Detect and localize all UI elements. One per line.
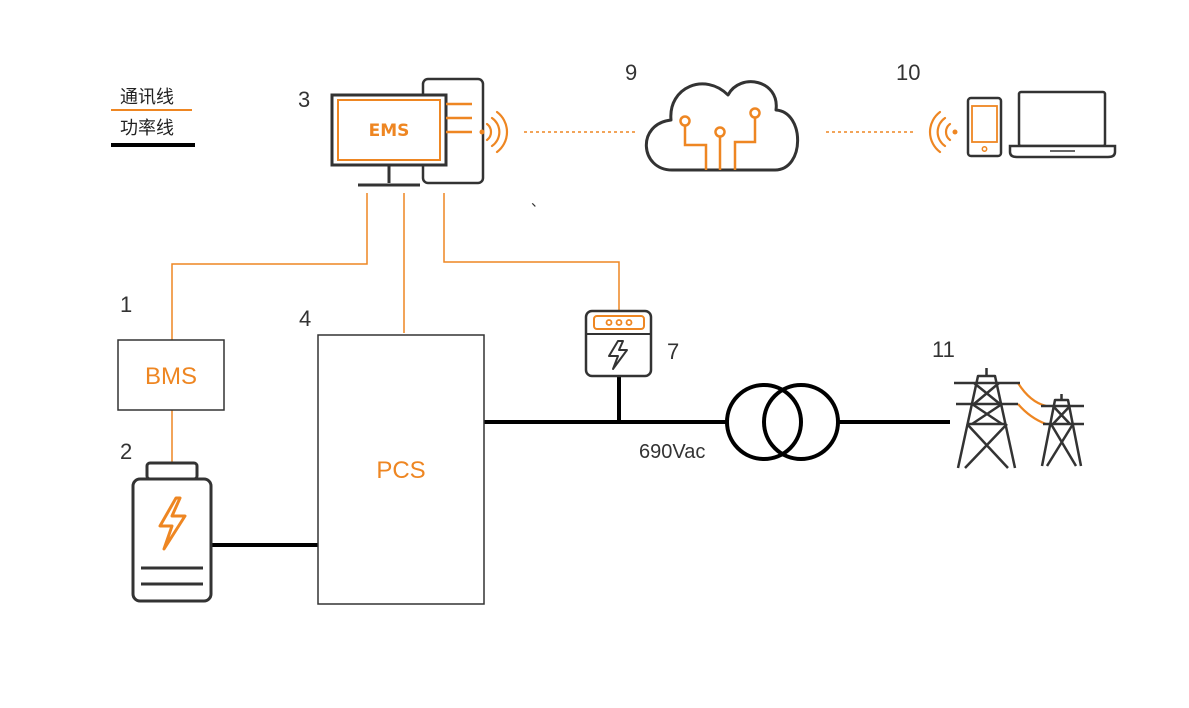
meter-number: 7 <box>667 339 679 364</box>
bms-number: 1 <box>120 292 132 317</box>
devices-group <box>928 90 1117 159</box>
legend-power-line-label: 功率线 <box>120 118 174 139</box>
bms-label: BMS <box>145 363 197 390</box>
phone-icon <box>966 96 1003 158</box>
meter-icon <box>584 309 653 378</box>
legend-comm-line-label: 通讯线 <box>120 87 174 108</box>
ems-label: EMS <box>369 121 410 141</box>
communication-lines <box>171 131 914 463</box>
cloud-icon <box>644 80 799 172</box>
pcs-box: PCS <box>317 334 485 605</box>
power-lines <box>210 376 950 547</box>
grid-number: 11 <box>932 337 955 362</box>
pcs-label: PCS <box>376 457 425 484</box>
battery-number: 2 <box>120 439 132 464</box>
bus-voltage-label: 690Vac <box>639 441 705 463</box>
monitor-icon <box>330 93 448 187</box>
cloud-number: 9 <box>625 60 637 85</box>
server-status-lines <box>446 102 472 134</box>
devices-number: 10 <box>896 60 920 85</box>
comm-line-ems-bms <box>171 193 368 340</box>
legend: 通讯线 功率线 <box>111 87 195 147</box>
pcs-number: 4 <box>299 306 311 331</box>
battery-icon <box>131 461 213 603</box>
stray-mark: 、 <box>531 194 545 210</box>
laptop-icon <box>1008 90 1117 159</box>
bms-box: BMS <box>117 339 225 411</box>
wifi-signal-icon <box>479 110 509 154</box>
ems-computer: EMS <box>330 77 509 187</box>
wifi-signal-icon <box>928 110 958 154</box>
comm-line-ems-meter <box>443 193 620 311</box>
lightning-icon <box>158 496 187 551</box>
lightning-icon <box>608 340 628 370</box>
transmission-tower-icon <box>954 368 1084 469</box>
ems-number: 3 <box>298 87 310 112</box>
transformer-icon <box>725 383 840 461</box>
